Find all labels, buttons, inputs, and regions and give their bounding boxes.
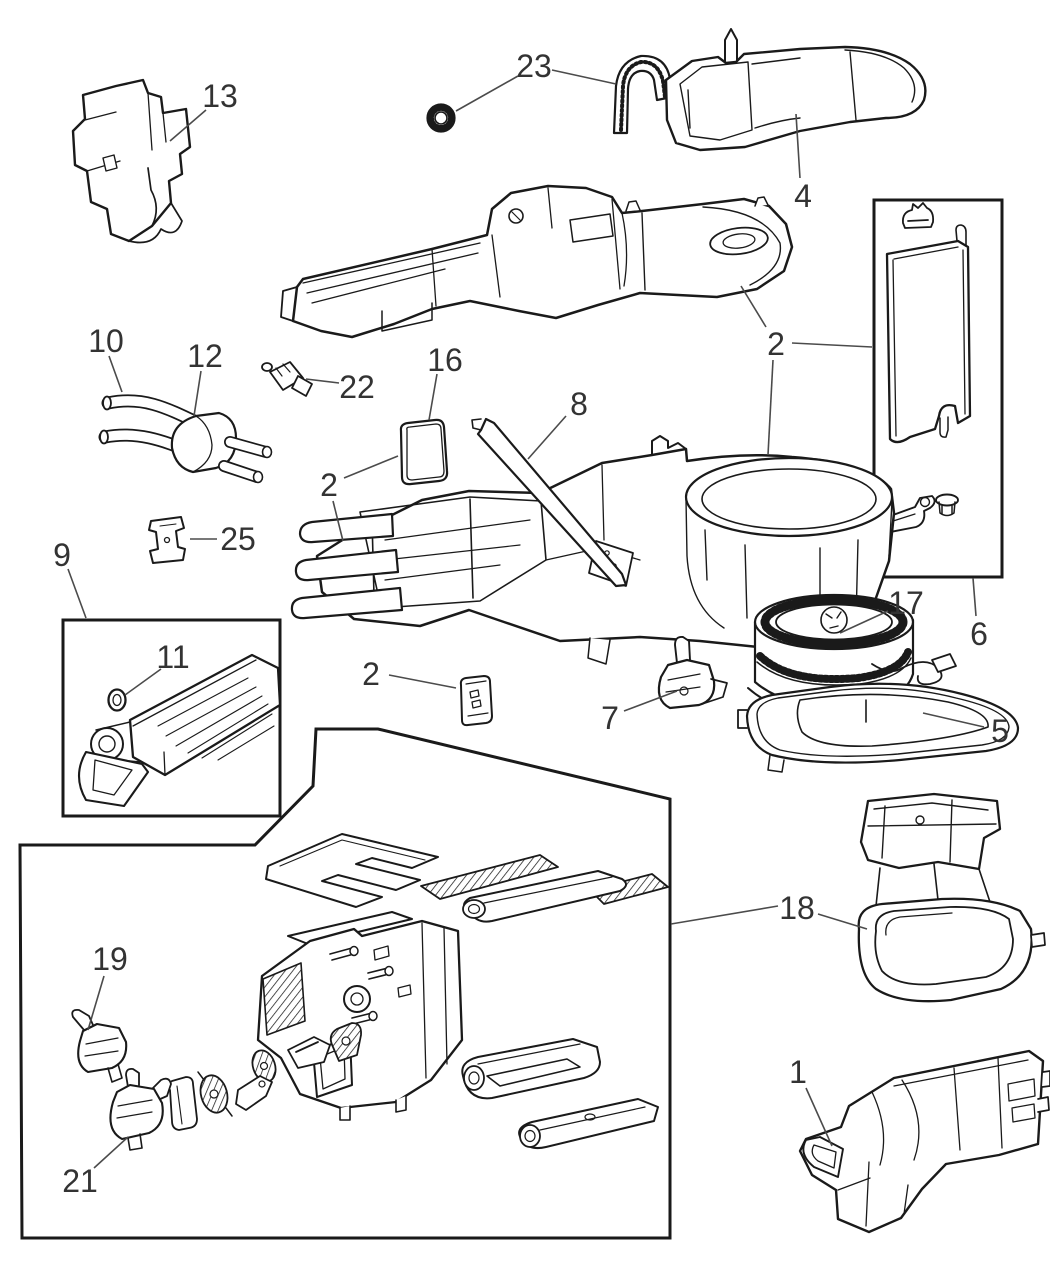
leader-line-2	[791, 342, 873, 348]
callout-label-11: 11	[156, 639, 189, 675]
leader-line-4	[795, 113, 801, 179]
leader-line-18	[817, 913, 868, 930]
leader-line-5	[922, 712, 985, 728]
part-19-actuator	[71, 1008, 128, 1083]
callout-label-6: 6	[970, 616, 988, 652]
leader-line-9	[67, 568, 87, 619]
part-9-heater-core	[77, 653, 282, 808]
part-12-tube-manifold	[170, 411, 273, 484]
detail-box-9	[61, 618, 282, 818]
part-17-blower-motor	[747, 593, 957, 721]
box18-small-levers-cams	[167, 1022, 362, 1131]
part-1-floor-distribution-duct	[798, 1049, 1050, 1234]
callout-label-21: 21	[62, 1163, 98, 1199]
leader-line-12	[193, 370, 202, 417]
part-2-bracket	[459, 675, 493, 727]
part-23-grommet	[426, 103, 456, 133]
leader-line-6	[972, 577, 977, 617]
part-21-actuator	[109, 1067, 172, 1151]
leader-line-17	[839, 610, 889, 634]
leader-line-22	[305, 378, 340, 384]
leader-line-10	[108, 355, 123, 393]
callout-label-7: 7	[601, 700, 619, 736]
box6-panel	[885, 224, 972, 444]
part-11-o-ring	[107, 688, 127, 712]
callout-label-19: 19	[92, 941, 128, 977]
callout-label-1: 1	[789, 1054, 807, 1090]
leader-line-23	[455, 75, 519, 112]
leader-line-23	[551, 69, 617, 85]
box18-vent-door-frame	[461, 1038, 601, 1100]
box18-flat-door	[518, 1098, 659, 1150]
detail-box-6	[872, 198, 1004, 579]
part-7-actuator	[657, 635, 728, 710]
callout-label-22: 22	[339, 369, 375, 405]
box18-hatched-seal-a	[420, 854, 559, 900]
leader-line-2	[332, 500, 344, 542]
leader-line-16	[428, 373, 438, 421]
callout-label-17: 17	[888, 585, 924, 621]
callout-label-9: 9	[53, 537, 71, 573]
callout-label-10: 10	[88, 323, 124, 359]
callout-label-25: 25	[220, 521, 256, 557]
leader-line-18	[670, 905, 779, 925]
part-13-bracket	[71, 78, 192, 244]
part-22-sensor	[261, 361, 313, 397]
callout-label-2: 2	[362, 656, 380, 692]
part-25-clip	[148, 516, 186, 564]
leader-line-13	[169, 109, 207, 142]
leader-line-8	[527, 415, 567, 460]
leader-line-2	[740, 285, 767, 328]
detail-box-18	[18, 727, 672, 1240]
leader-line-7	[623, 690, 678, 712]
box6-clip	[902, 202, 935, 229]
leader-line-1	[805, 1087, 833, 1147]
callout-label-5: 5	[991, 713, 1009, 749]
callout-label-2: 2	[767, 326, 785, 362]
leader-line-11	[124, 668, 162, 696]
part-23-seal	[612, 54, 674, 135]
leader-line-21	[93, 1136, 129, 1169]
part-2-upper-housing-cover	[280, 184, 794, 339]
callout-label-8: 8	[570, 386, 588, 422]
part-16-seal-pad	[399, 418, 449, 486]
callout-label-4: 4	[794, 178, 812, 214]
callout-label-23: 23	[516, 48, 552, 84]
callout-label-12: 12	[187, 338, 223, 374]
part-8-actuating-rod	[471, 417, 634, 588]
box18-blend-door-bar	[462, 870, 627, 923]
box18-hatched-seal-b	[589, 873, 669, 905]
callouts: 13 23 4 2 10 12 22 16 8 2 25 9 11 17 7 5 6 2 18 19 21 1	[53, 48, 1009, 1199]
callout-label-13: 13	[202, 78, 238, 114]
callout-label-18: 18	[779, 890, 815, 926]
leader-line-19	[87, 975, 105, 1031]
callout-label-16: 16	[427, 342, 463, 378]
box6-cap	[935, 493, 959, 517]
part-4-defroster-duct	[664, 28, 927, 152]
callout-label-2: 2	[320, 467, 338, 503]
leader-line-2	[767, 359, 774, 456]
part-18-rear-duct	[857, 792, 1046, 1003]
part-5-scroll-cover	[737, 682, 1020, 773]
leader-line-2	[388, 674, 457, 689]
detail-boxes	[18, 198, 1004, 1240]
box18-seal-plate	[265, 833, 439, 908]
leader-line-2	[343, 455, 399, 479]
